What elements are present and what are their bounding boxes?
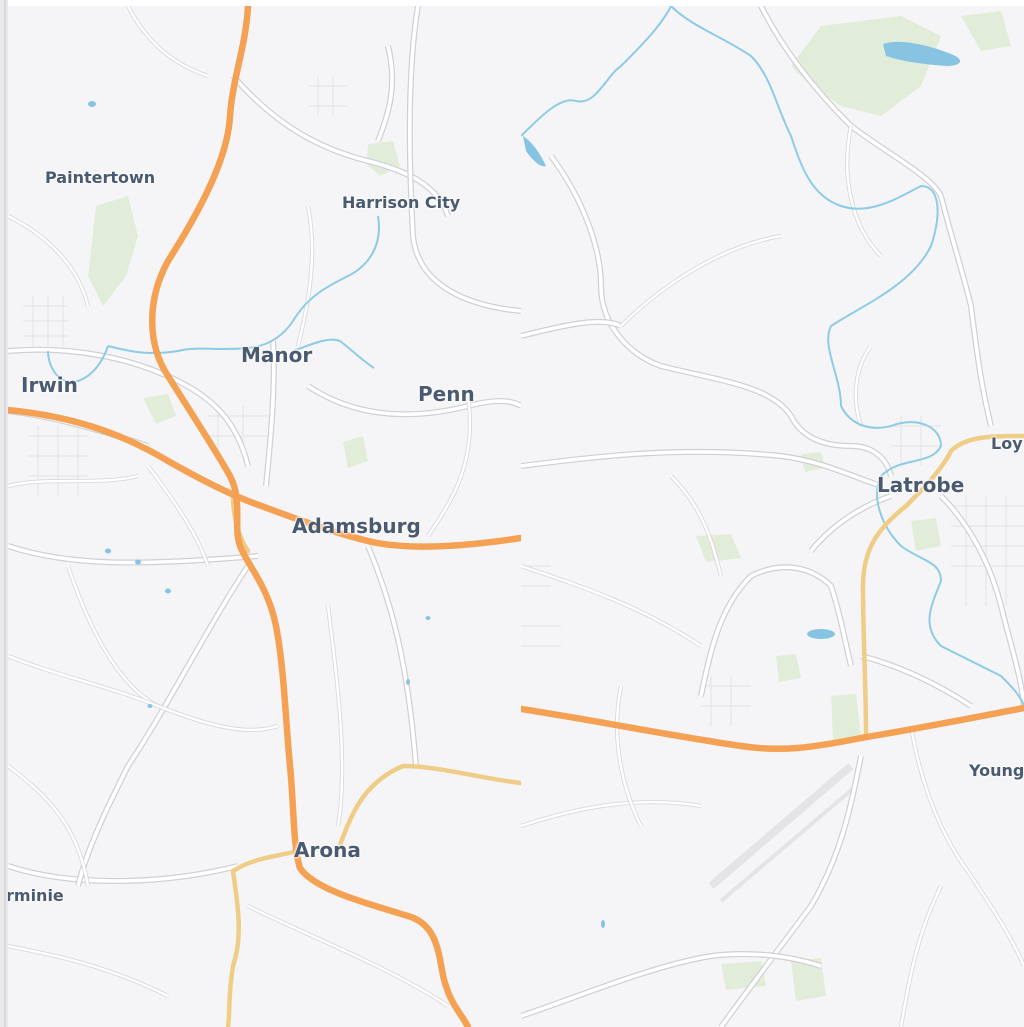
park-area bbox=[88, 196, 138, 306]
small-ponds bbox=[88, 101, 431, 708]
highways bbox=[521, 704, 1024, 753]
place-label-arona: Arona bbox=[294, 838, 361, 862]
place-label-adamsburg: Adamsburg bbox=[292, 514, 421, 538]
map-top-border bbox=[8, 0, 1024, 6]
park-area bbox=[343, 436, 368, 468]
park-area bbox=[791, 16, 941, 116]
streams bbox=[521, 6, 1024, 707]
map-tile-right-graphics bbox=[521, 6, 1024, 1027]
map-left-border bbox=[0, 0, 8, 1027]
place-label-penn: Penn bbox=[418, 382, 475, 406]
place-label-youngstown: Young bbox=[969, 761, 1024, 780]
pond bbox=[601, 920, 605, 928]
highways bbox=[8, 6, 521, 1027]
map-tile-right[interactable]: Latrobe Loy Young bbox=[521, 6, 1024, 1027]
map-tile-left[interactable]: Paintertown Harrison City Manor Irwin Pe… bbox=[8, 6, 521, 1027]
streams bbox=[47, 215, 380, 383]
map-tile-left-graphics bbox=[8, 6, 521, 1027]
park-area bbox=[696, 534, 741, 562]
minor-roads bbox=[521, 125, 1024, 1027]
park-area bbox=[143, 394, 176, 424]
place-label-herminie: rminie bbox=[8, 886, 64, 905]
trunk-roads bbox=[225, 493, 521, 1027]
trunk-roads bbox=[860, 433, 1024, 739]
place-label-irwin: Irwin bbox=[21, 373, 78, 397]
park-area bbox=[791, 958, 826, 1001]
pond bbox=[807, 629, 835, 639]
lake bbox=[883, 41, 961, 66]
park-area bbox=[961, 11, 1011, 51]
secondary-roads bbox=[521, 6, 1024, 1027]
minor-roads bbox=[8, 6, 473, 1008]
secondary-roads bbox=[8, 6, 521, 887]
urban-street-grid bbox=[23, 76, 348, 496]
airport-runway bbox=[708, 762, 858, 903]
place-label-loyalhanna: Loy bbox=[991, 434, 1023, 453]
park-area bbox=[776, 654, 801, 682]
place-label-paintertown: Paintertown bbox=[45, 168, 156, 187]
park-area bbox=[831, 694, 861, 741]
pond bbox=[523, 136, 546, 167]
place-label-harrison-city: Harrison City bbox=[342, 193, 461, 212]
place-label-manor: Manor bbox=[241, 343, 313, 367]
park-area bbox=[911, 518, 941, 551]
place-label-latrobe: Latrobe bbox=[877, 473, 965, 497]
